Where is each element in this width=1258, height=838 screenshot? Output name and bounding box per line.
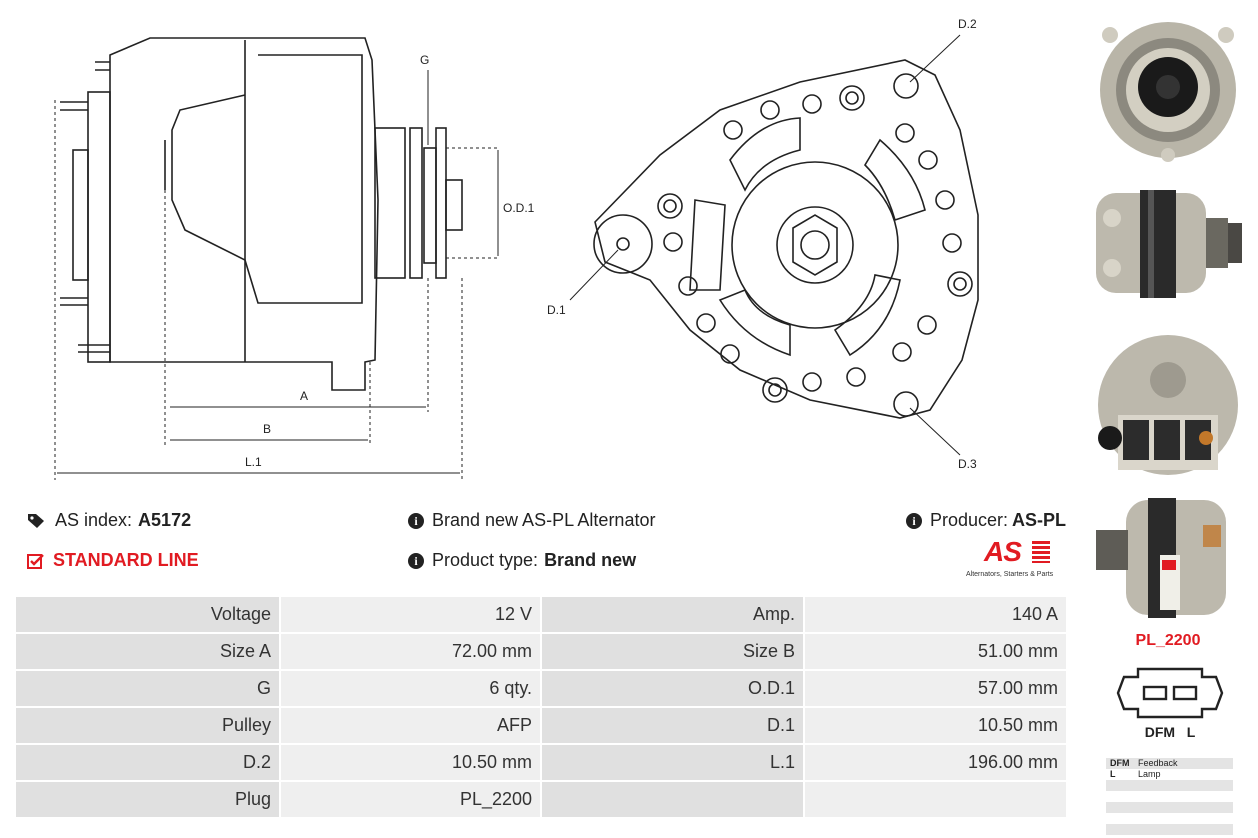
logo-tagline: Alternators, Starters & Parts bbox=[966, 571, 1054, 578]
checkbox-icon bbox=[27, 553, 45, 569]
label-l1: L.1 bbox=[245, 455, 262, 469]
spec-value: 51.00 mm bbox=[805, 634, 1066, 669]
description-text: Brand new AS-PL Alternator bbox=[432, 510, 656, 530]
spec-value: 196.00 mm bbox=[805, 745, 1066, 780]
label-d2: D.2 bbox=[958, 17, 977, 31]
plug-legend: DFM Feedback L Lamp bbox=[1106, 758, 1233, 835]
plug-connector-icon bbox=[1116, 667, 1224, 719]
product-photo-side bbox=[1088, 168, 1248, 308]
label-b: B bbox=[263, 422, 271, 436]
legend-key: L bbox=[1110, 769, 1116, 779]
product-photo-front bbox=[1088, 490, 1248, 620]
label-a: A bbox=[300, 389, 308, 403]
product-type-row: i Product type: Brand new bbox=[408, 550, 636, 571]
legend-row-empty bbox=[1106, 813, 1233, 824]
spec-label: O.D.1 bbox=[542, 671, 803, 706]
legend-value: Lamp bbox=[1138, 769, 1161, 779]
spec-label: Pulley bbox=[16, 708, 279, 743]
legend-row-empty bbox=[1106, 791, 1233, 802]
legend-value: Feedback bbox=[1138, 758, 1178, 768]
spec-label: Size B bbox=[542, 634, 803, 669]
spec-label bbox=[542, 782, 803, 817]
product-photo-back bbox=[1088, 320, 1248, 485]
info-icon: i bbox=[408, 512, 424, 529]
legend-row-empty bbox=[1106, 802, 1233, 813]
spec-label: G bbox=[16, 671, 279, 706]
spec-label: D.1 bbox=[542, 708, 803, 743]
spec-label: Amp. bbox=[542, 597, 803, 632]
spec-label: Size A bbox=[16, 634, 279, 669]
legend-row-empty bbox=[1106, 824, 1233, 835]
label-od1: O.D.1 bbox=[503, 201, 535, 215]
spec-value: 140 A bbox=[805, 597, 1066, 632]
as-index-row: AS index: A5172 bbox=[27, 510, 191, 531]
product-type-value: Brand new bbox=[544, 550, 637, 570]
legend-key: DFM bbox=[1110, 758, 1130, 768]
label-g: G bbox=[420, 53, 429, 67]
spec-value: 57.00 mm bbox=[805, 671, 1066, 706]
producer-label: Producer: bbox=[930, 510, 1009, 530]
spec-value: 10.50 mm bbox=[805, 708, 1066, 743]
producer-value: AS-PL bbox=[1012, 510, 1067, 530]
producer-row: i Producer: AS-PL bbox=[906, 510, 1066, 531]
spec-label: Voltage bbox=[16, 597, 279, 632]
tag-icon bbox=[27, 513, 47, 529]
as-index-label: AS index: bbox=[55, 510, 133, 530]
legend-row: DFM Feedback bbox=[1106, 758, 1233, 769]
standard-line-row: STANDARD LINE bbox=[27, 550, 199, 571]
spec-label: Plug bbox=[16, 782, 279, 817]
spec-value: 72.00 mm bbox=[280, 634, 541, 669]
spec-value: 6 qty. bbox=[280, 671, 541, 706]
spec-label: D.2 bbox=[16, 745, 279, 780]
info-icon: i bbox=[408, 552, 424, 569]
as-index-value: A5172 bbox=[138, 510, 192, 530]
logo-mark: AS bbox=[984, 536, 1022, 567]
product-type-label: Product type: bbox=[432, 550, 539, 570]
plug-pin-labels: DFM L bbox=[1144, 724, 1196, 740]
plug-code: PL_2200 bbox=[1135, 632, 1201, 649]
label-d3: D.3 bbox=[958, 457, 977, 471]
legend-row-empty bbox=[1106, 780, 1233, 791]
label-d1: D.1 bbox=[547, 303, 566, 317]
standard-line-label: STANDARD LINE bbox=[53, 550, 199, 570]
spec-value: AFP bbox=[280, 708, 541, 743]
as-pl-logo: AS Alternators, Starters & Parts bbox=[962, 538, 1068, 584]
spec-label: L.1 bbox=[542, 745, 803, 780]
product-photo-rear bbox=[1088, 5, 1248, 165]
side-view-housing bbox=[109, 37, 379, 391]
info-icon: i bbox=[906, 512, 922, 529]
spec-value: 12 V bbox=[280, 597, 541, 632]
description-row: i Brand new AS-PL Alternator bbox=[408, 510, 655, 531]
front-view-plate bbox=[594, 59, 979, 419]
spec-value: PL_2200 bbox=[280, 782, 541, 817]
spec-value: 10.50 mm bbox=[280, 745, 541, 780]
technical-drawing: G O.D.1 A B L.1 D.2 D.1 D.3 bbox=[54, 17, 979, 480]
spec-value bbox=[805, 782, 1066, 817]
legend-row: L Lamp bbox=[1106, 769, 1233, 780]
